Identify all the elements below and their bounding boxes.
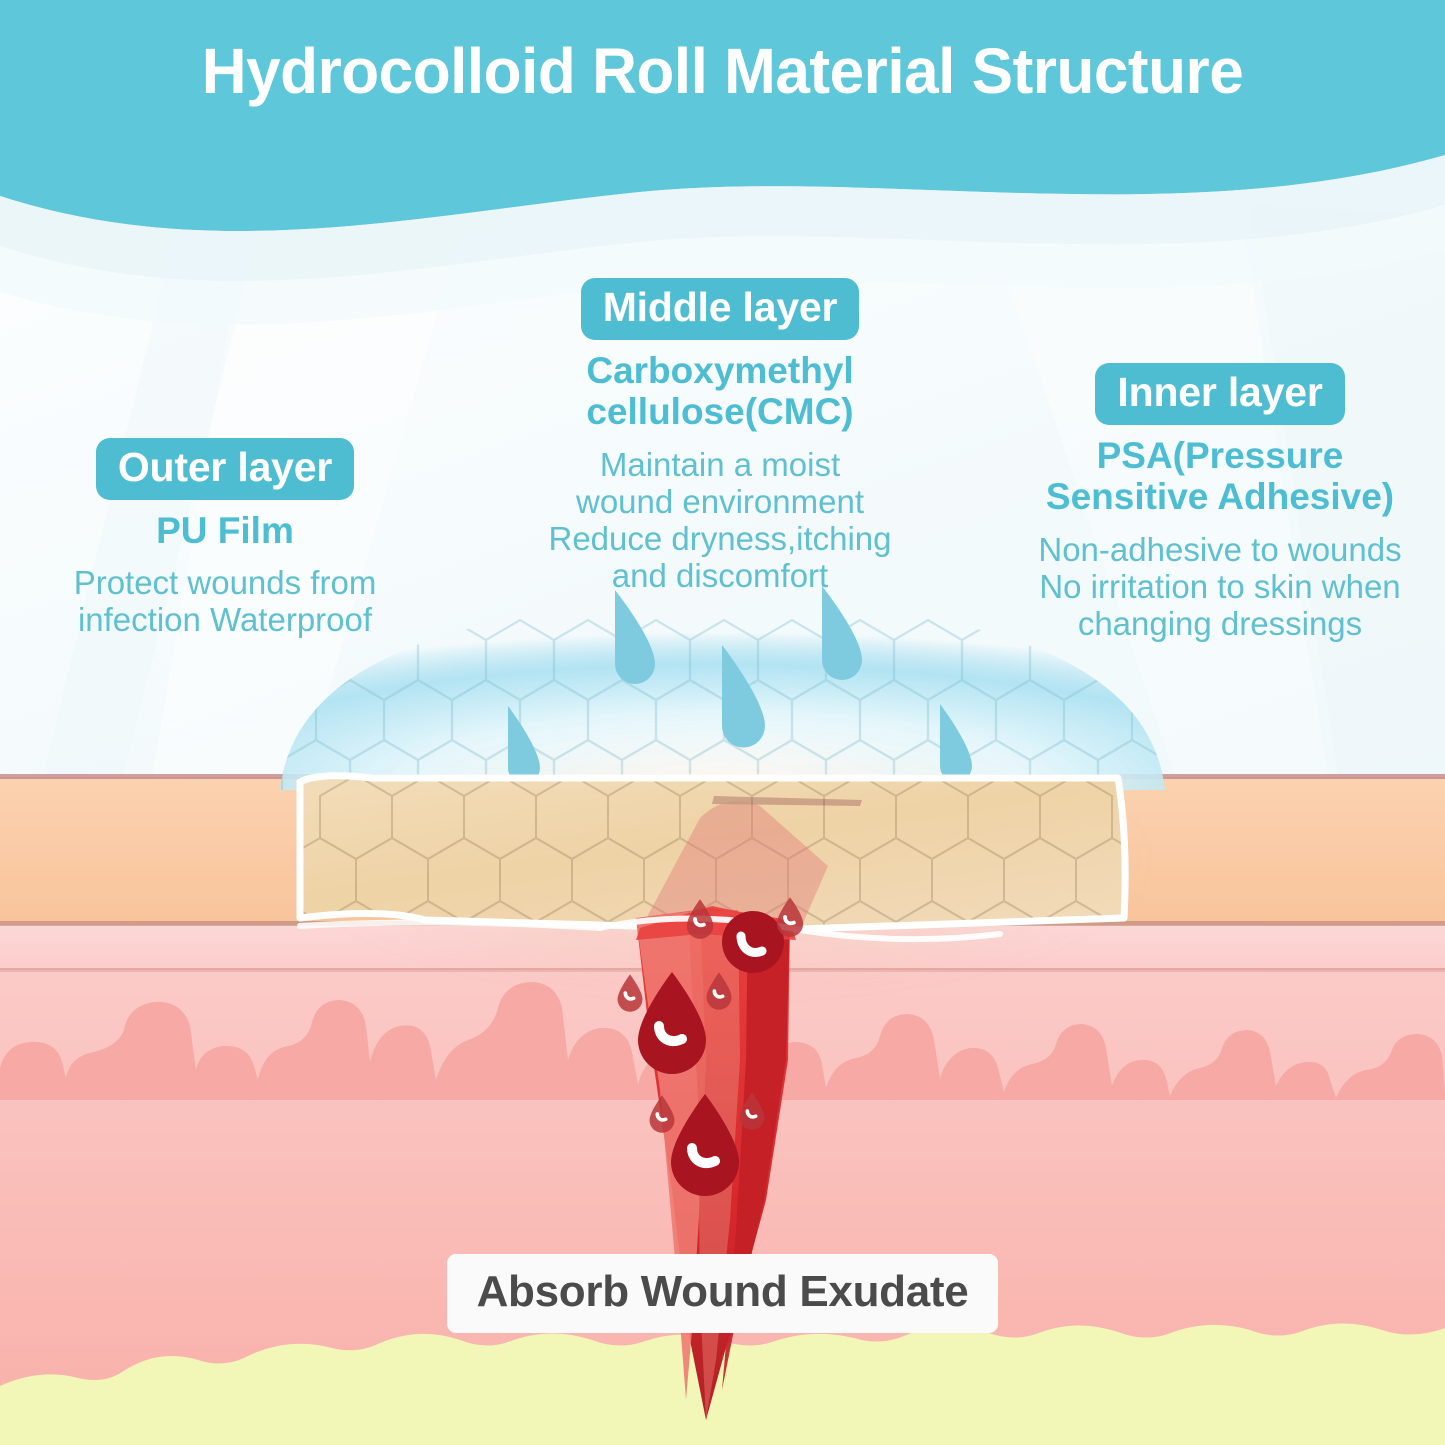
blood-drop-small — [776, 897, 804, 937]
page-title: Hydrocolloid Roll Material Structure — [201, 35, 1244, 107]
inner-layer-pill: Inner layer — [1095, 363, 1345, 425]
blood-drop-small — [739, 1092, 765, 1130]
water-droplets — [508, 586, 972, 784]
honeycomb-patch-texture — [300, 775, 1126, 930]
header-band — [0, 0, 1445, 325]
middle-layer-pill: Middle layer — [580, 278, 860, 340]
blood-drop — [638, 972, 706, 1074]
blood-drop — [671, 1094, 739, 1196]
skin-layer-fat — [0, 1323, 1445, 1445]
blood-drop — [722, 911, 784, 973]
blood-droplets — [617, 897, 804, 1196]
outer-layer-pill: Outer layer — [95, 438, 355, 500]
blood-drop-small — [686, 899, 714, 939]
absorb-wound-exudate-badge: Absorb Wound Exudate — [446, 1254, 999, 1333]
hydrocolloid-patch — [296, 772, 1129, 934]
outer-layer-material: PU Film — [156, 510, 294, 551]
blood-drop-small — [649, 1095, 675, 1133]
